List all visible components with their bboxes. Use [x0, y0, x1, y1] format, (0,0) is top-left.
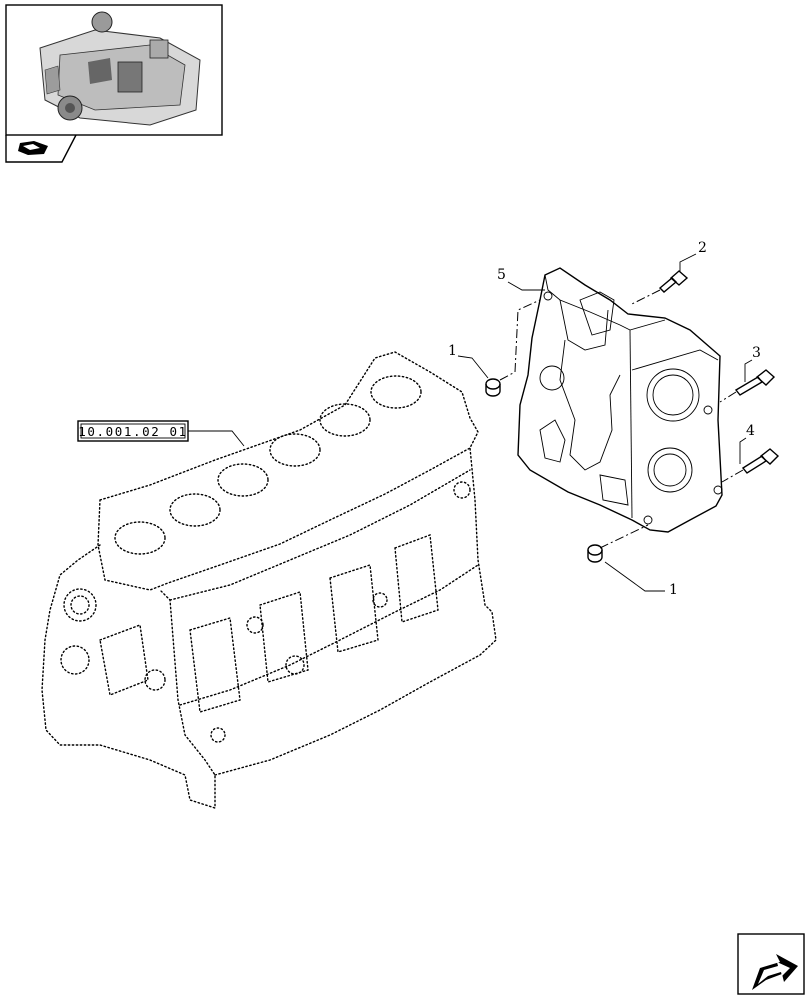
- section-tab[interactable]: [5, 134, 77, 163]
- book-arrow-icon: [18, 141, 48, 155]
- callout-3[interactable]: 3: [744, 345, 761, 382]
- engine-thumbnail[interactable]: [5, 4, 223, 136]
- callout-5-label: 5: [497, 267, 506, 283]
- screw-2: [658, 270, 689, 293]
- callout-2[interactable]: 2: [679, 240, 707, 272]
- next-page-arrow-icon: [752, 954, 798, 990]
- engine-block-outline: [41, 351, 497, 809]
- callout-1-bottom-label: 1: [669, 582, 678, 598]
- engine-thumbnail-icon: [39, 11, 201, 126]
- callout-5[interactable]: 5: [497, 267, 545, 291]
- assembly-axis-lines: [499, 289, 744, 549]
- callout-3-label: 3: [752, 345, 761, 361]
- plug-bottom: [587, 544, 603, 563]
- callout-4[interactable]: 4: [739, 423, 755, 464]
- callout-2-label: 2: [698, 240, 707, 256]
- callout-1-bottom[interactable]: 1: [604, 561, 678, 598]
- callout-4-label: 4: [746, 423, 755, 439]
- reference-link-text: 10.001.02 01: [78, 424, 188, 439]
- timing-cover-plate: [517, 267, 723, 533]
- callout-1-top-label: 1: [448, 343, 457, 359]
- reference-link[interactable]: 10.001.02 01: [77, 420, 245, 447]
- screw-4: [741, 448, 780, 474]
- callout-1-top[interactable]: 1: [448, 343, 489, 379]
- screw-3: [734, 369, 776, 396]
- plug-top: [485, 378, 501, 397]
- next-page-button[interactable]: [737, 933, 805, 995]
